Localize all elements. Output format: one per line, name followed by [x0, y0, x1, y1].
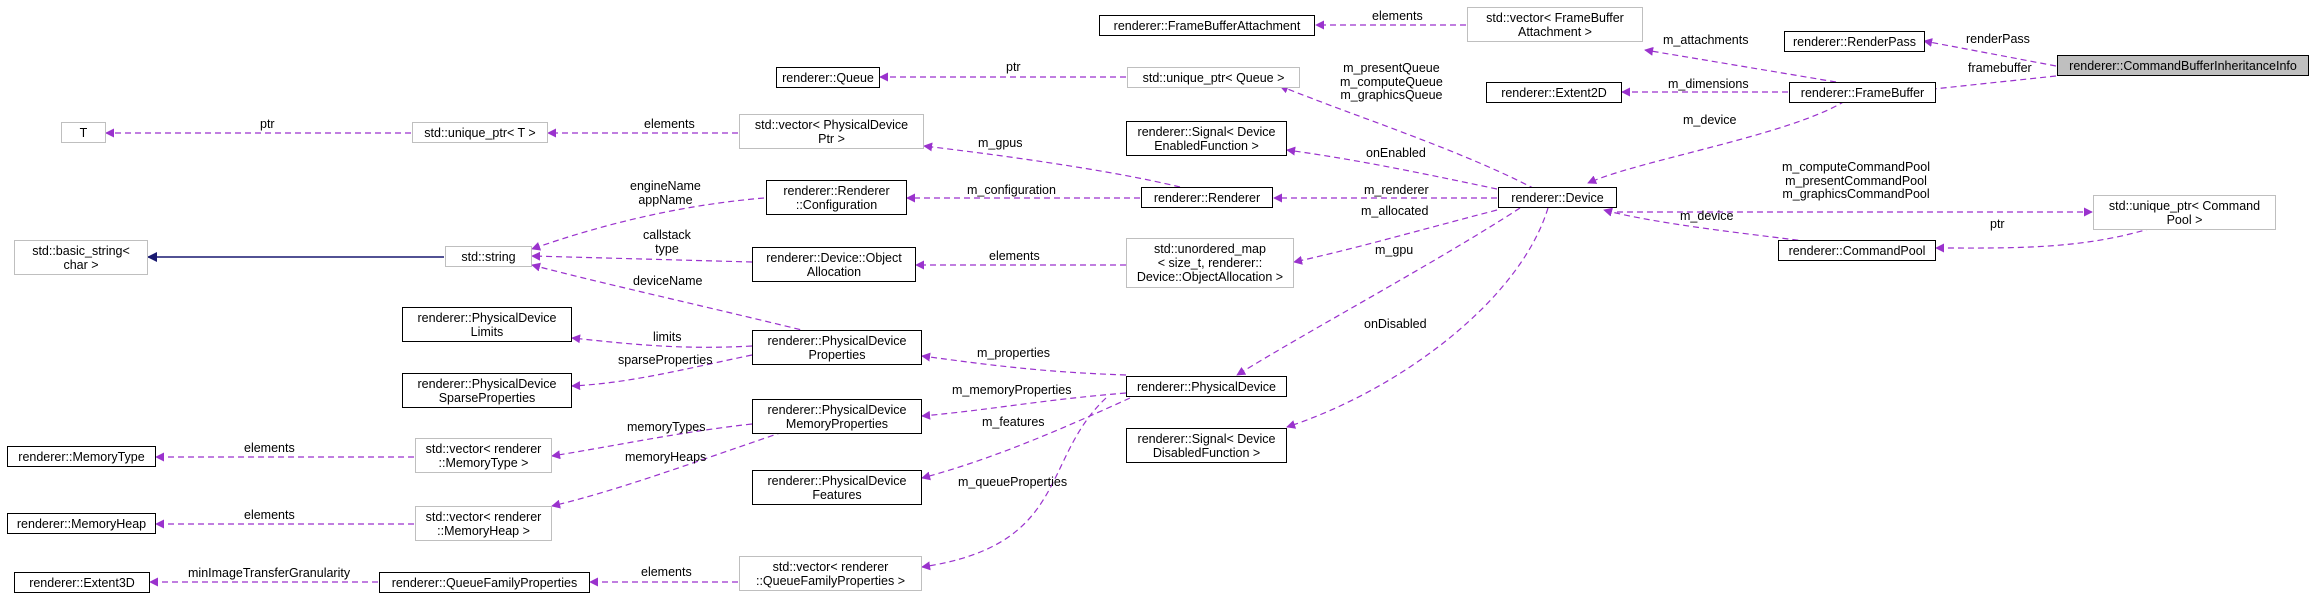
edge-label-elements-fba: elements [1372, 9, 1423, 23]
edge-label-queues: m_presentQueue m_computeQueue m_graphics… [1340, 61, 1443, 102]
node-queue[interactable]: renderer::Queue [776, 67, 880, 88]
edge-label-sparseproperties: sparseProperties [618, 353, 713, 367]
node-std-string[interactable]: std::string [445, 246, 532, 267]
node-vector-queuefamilyproperties[interactable]: std::vector< renderer ::QueueFamilyPrope… [739, 556, 922, 591]
node-renderer[interactable]: renderer::Renderer [1141, 187, 1273, 208]
edge-m-properties [921, 352, 1127, 376]
node-memoryheap[interactable]: renderer::MemoryHeap [7, 513, 156, 534]
edge-label-m-configuration: m_configuration [967, 183, 1056, 197]
edge-label-cmdpools: m_computeCommandPool m_presentCommandPoo… [1782, 160, 1930, 201]
edge-label-elements-alloc: elements [989, 249, 1040, 263]
edge-label-onenabled: onEnabled [1366, 146, 1426, 160]
node-physicaldeviceproperties[interactable]: renderer::PhysicalDevice Properties [752, 330, 922, 365]
edge-enginename [531, 197, 765, 251]
edge-memorytypes [551, 423, 753, 460]
edge-m-memoryproperties [921, 392, 1127, 420]
edge-m-allocated [1293, 209, 1498, 265]
edge-label-elements-qfp: elements [641, 565, 692, 579]
edge-label-m-features: m_features [982, 415, 1045, 429]
node-memorytype[interactable]: renderer::MemoryType [7, 446, 156, 467]
edge-m-gpu [1236, 207, 1521, 376]
edge-label-ptr-t: ptr [260, 117, 275, 131]
edge-m-queueproperties [921, 397, 1107, 571]
edge-label-elements-pd: elements [644, 117, 695, 131]
edge-label-memorytypes: memoryTypes [627, 420, 706, 434]
node-unique-ptr-commandpool[interactable]: std::unique_ptr< Command Pool > [2093, 195, 2276, 230]
edge-label-ondisabled: onDisabled [1364, 317, 1427, 331]
edge-label-limits: limits [653, 330, 682, 344]
edge-ondisabled [1286, 207, 1549, 429]
edge-queues [1279, 84, 1536, 190]
node-basic-string[interactable]: std::basic_string< char > [14, 240, 148, 275]
node-physicaldevicelimits[interactable]: renderer::PhysicalDevice Limits [402, 307, 572, 342]
edge-callstack [531, 251, 753, 263]
edge-label-memoryheaps: memoryHeaps [625, 450, 707, 464]
edge-onenabled [1286, 146, 1498, 190]
edge-label-m-dimensions: m_dimensions [1668, 77, 1749, 91]
edge-renderpass [1923, 38, 2057, 67]
node-physicaldevicememoryproperties[interactable]: renderer::PhysicalDevice MemoryPropertie… [752, 399, 922, 434]
edge-m-features [921, 397, 1131, 481]
edge-devicename [531, 262, 811, 333]
edge-label-minimage: minImageTransferGranularity [188, 566, 351, 580]
edge-label-ptr-queue: ptr [1006, 60, 1021, 74]
edge-label-m-allocated: m_allocated [1361, 204, 1429, 218]
node-commandpool[interactable]: renderer::CommandPool [1778, 240, 1936, 261]
edge-label-callstack: callstack type [643, 228, 691, 256]
edge-label-devicename: deviceName [633, 274, 703, 288]
node-framebufferattachment[interactable]: renderer::FrameBufferAttachment [1099, 15, 1315, 36]
edge-m-device-fb [1587, 100, 1846, 184]
node-unique-ptr-queue[interactable]: std::unique_ptr< Queue > [1127, 67, 1300, 88]
edge-ptr-cmdpool [1935, 227, 2153, 253]
edge-m-device-cp [1603, 207, 1829, 245]
edge-limits [571, 334, 753, 348]
edge-label-framebuffer: framebuffer [1968, 61, 2032, 75]
node-physicaldevice[interactable]: renderer::PhysicalDevice [1126, 376, 1287, 397]
node-signal-disabled[interactable]: renderer::Signal< Device DisabledFunctio… [1126, 428, 1287, 463]
node-vector-memoryheap[interactable]: std::vector< renderer ::MemoryHeap > [415, 506, 552, 541]
edge-label-elements-mt: elements [244, 441, 295, 455]
node-framebuffer[interactable]: renderer::FrameBuffer [1789, 82, 1936, 103]
node-vector-physicaldeviceptr[interactable]: std::vector< PhysicalDevice Ptr > [739, 114, 924, 149]
edge-label-m-gpus: m_gpus [978, 136, 1023, 150]
edge-label-m-renderer: m_renderer [1364, 183, 1429, 197]
node-device[interactable]: renderer::Device [1498, 187, 1617, 208]
node-vector-framebufferattachment[interactable]: std::vector< FrameBuffer Attachment > [1467, 7, 1643, 42]
edge-label-m-memoryproperties: m_memoryProperties [952, 383, 1072, 397]
node-physicaldevicesparseproperties[interactable]: renderer::PhysicalDevice SparsePropertie… [402, 373, 572, 408]
node-configuration[interactable]: renderer::Renderer ::Configuration [766, 180, 907, 215]
edge-label-elements-mh: elements [244, 508, 295, 522]
node-queuefamilyproperties[interactable]: renderer::QueueFamilyProperties [379, 572, 590, 593]
node-vector-memorytype[interactable]: std::vector< renderer ::MemoryType > [415, 438, 552, 473]
node-commandbufferinheritanceinfo[interactable]: renderer::CommandBufferInheritanceInfo [2057, 55, 2309, 76]
node-t[interactable]: T [61, 122, 106, 143]
edge-m-attachments [1644, 46, 1837, 83]
node-renderpass[interactable]: renderer::RenderPass [1784, 31, 1925, 52]
edge-label-m-gpu: m_gpu [1375, 243, 1414, 257]
edge-framebuffer [1923, 75, 2057, 94]
edge-label-m-device-fb: m_device [1683, 113, 1737, 127]
node-unordered-map[interactable]: std::unordered_map < size_t, renderer:: … [1126, 238, 1294, 288]
edge-label-m-device-cp: m_device [1680, 209, 1734, 223]
node-objectallocation[interactable]: renderer::Device::Object Allocation [752, 247, 916, 282]
node-signal-enabled[interactable]: renderer::Signal< Device EnabledFunction… [1126, 121, 1287, 156]
node-extent3d[interactable]: renderer::Extent3D [14, 572, 150, 593]
edge-label-m-attachments: m_attachments [1663, 33, 1749, 47]
edge-label-renderpass: renderPass [1966, 32, 2030, 46]
edge-label-enginename: engineName appName [630, 179, 701, 207]
node-extent2d[interactable]: renderer::Extent2D [1486, 82, 1622, 103]
node-unique-ptr-t[interactable]: std::unique_ptr< T > [412, 122, 548, 143]
edge-label-ptr-cmdpool: ptr [1990, 217, 2005, 231]
node-physicaldevicefeatures[interactable]: renderer::PhysicalDevice Features [752, 470, 922, 505]
edge-memoryheaps [551, 431, 784, 509]
edge-sparseprops [571, 354, 753, 391]
edge-label-m-queueproperties: m_queueProperties [958, 475, 1068, 489]
edge-label-m-properties: m_properties [977, 346, 1050, 360]
